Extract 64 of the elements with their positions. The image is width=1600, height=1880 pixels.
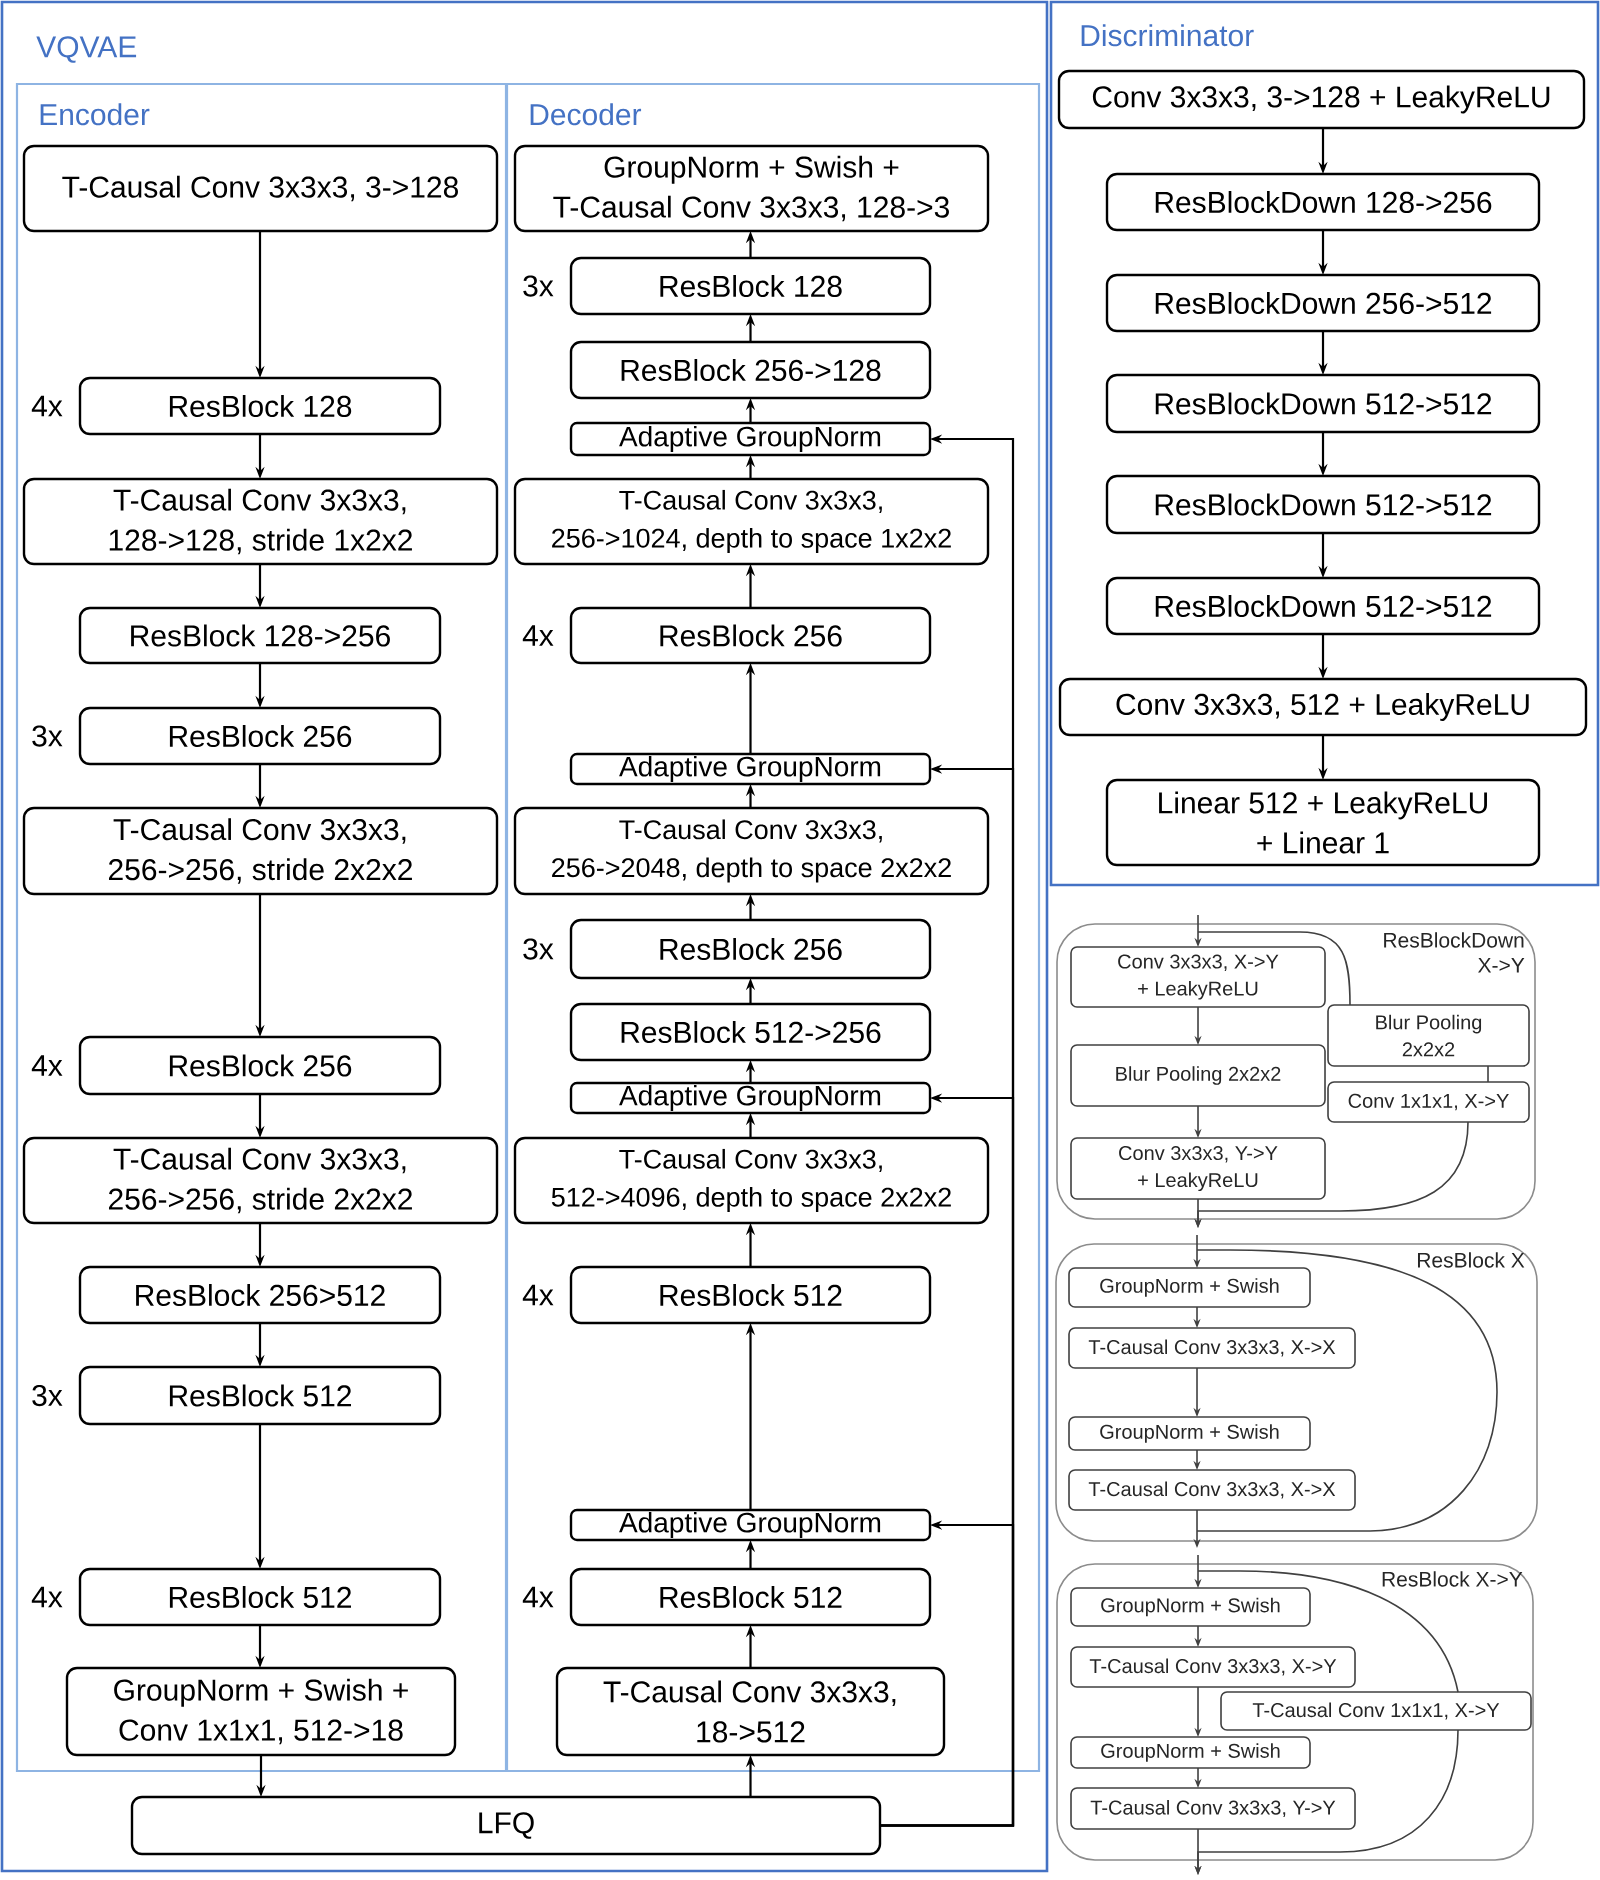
layer-box: ResBlock 512 — [569, 1567, 932, 1627]
layer-box: T-Causal Conv 3x3x3, X->X — [1068, 1327, 1356, 1369]
layer-box: T-Causal Conv 3x3x3, 256->256, stride 2x2x2 — [22, 1136, 499, 1225]
repeat-count: 4x — [522, 1586, 554, 1608]
layer-box: ResBlockDown 512->512 — [1105, 576, 1541, 636]
layer-box: GroupNorm + Swish — [1070, 1736, 1311, 1769]
layer-box: ResBlockDown 128->256 — [1105, 172, 1541, 232]
layer-box: Conv 1x1x1, X->Y — [1327, 1081, 1530, 1123]
repeat-count: 3x — [32, 1384, 63, 1407]
layer-box: Conv 3x3x3, 3->128 + LeakyReLU — [1057, 69, 1586, 130]
layer-box: T-Causal Conv 3x3x3, Y->Y — [1070, 1787, 1356, 1830]
connector-line — [1197, 931, 1351, 1006]
repeat-count: 4x — [31, 1055, 63, 1076]
layer-box: ResBlock 128 — [569, 256, 932, 316]
layer-box: ResBlockDown 256->512 — [1105, 273, 1541, 333]
layer-box: ResBlockDown 512->512 — [1105, 373, 1541, 434]
layer-box: T-Causal Conv 3x3x3, 512->4096, depth to space 2x2x2 — [513, 1136, 990, 1225]
layer-box: Conv 3x3x3, 512 + LeakyReLU — [1058, 677, 1588, 737]
repeat-count: 4x — [31, 395, 63, 417]
layer-box: ResBlock 512 — [78, 1567, 442, 1627]
layer-box: T-Causal Conv 1x1x1, X->Y — [1220, 1691, 1532, 1731]
layer-box: ResBlock 256 — [569, 918, 932, 980]
layer-box: ResBlock 128->256 — [78, 606, 442, 665]
layer-box: Adaptive GroupNorm — [569, 1508, 932, 1542]
layer-box: T-Causal Conv 3x3x3, 256->1024, depth to space 1x2x2 — [513, 477, 990, 566]
layer-box: T-Causal Conv 3x3x3, 3->128 — [22, 144, 499, 233]
layer-box: ResBlock 256>512 — [78, 1265, 442, 1325]
layer-box: Blur Pooling 2x2x2 — [1070, 1044, 1326, 1107]
layer-box: ResBlock 256 — [78, 1035, 442, 1096]
layer-box: Conv 3x3x3, X->Y + LeakyReLU — [1070, 946, 1326, 1008]
layer-box: LFQ — [130, 1795, 882, 1856]
layer-box: ResBlock 256 — [78, 706, 442, 766]
connector-line — [1197, 1570, 1459, 1693]
layer-box: ResBlock 512 — [78, 1365, 442, 1426]
repeat-count: 3x — [523, 275, 554, 297]
layer-box: T-Causal Conv 3x3x3, X->X — [1068, 1469, 1356, 1511]
repeat-count: 3x — [32, 725, 63, 747]
connector-line — [1487, 1065, 1489, 1083]
repeat-count: 4x — [31, 1586, 63, 1608]
repeat-count: 4x — [522, 625, 554, 646]
layer-box: GroupNorm + Swish + Conv 1x1x1, 512->18 — [65, 1666, 457, 1757]
layer-box: Adaptive GroupNorm — [569, 752, 932, 786]
layer-box: Blur Pooling 2x2x2 — [1327, 1004, 1530, 1067]
layer-box: ResBlock 256 — [569, 606, 932, 665]
layer-box: ResBlock 512->256 — [569, 1002, 932, 1062]
layer-box: T-Causal Conv 3x3x3, 128->128, stride 1x2x2 — [22, 477, 499, 566]
layer-box: ResBlock 128 — [78, 376, 442, 436]
layer-box: GroupNorm + Swish — [1068, 1416, 1311, 1451]
layer-box: Linear 512 + LeakyReLU + Linear 1 — [1105, 778, 1541, 867]
layer-box: Adaptive GroupNorm — [569, 1081, 932, 1115]
layer-box: T-Causal Conv 3x3x3, 256->2048, depth to space 2x2x2 — [513, 806, 990, 896]
layer-box: T-Causal Conv 3x3x3, 18->512 — [555, 1666, 946, 1757]
repeat-count: 4x — [522, 1284, 554, 1306]
layer-box: ResBlock 256->128 — [569, 340, 932, 400]
layer-box: GroupNorm + Swish — [1070, 1587, 1311, 1627]
layer-box: Adaptive GroupNorm — [569, 421, 932, 457]
layer-box: ResBlock 512 — [569, 1265, 932, 1325]
layer-box: GroupNorm + Swish + T-Causal Conv 3x3x3, 128->3 — [513, 144, 990, 233]
repeat-count: 3x — [523, 938, 554, 960]
layer-box: T-Causal Conv 3x3x3, 256->256, stride 2x2x2 — [22, 806, 499, 896]
layer-box: GroupNorm + Swish — [1068, 1267, 1311, 1308]
layer-box: ResBlockDown 512->512 — [1105, 474, 1541, 535]
layer-box: T-Causal Conv 3x3x3, X->Y — [1070, 1646, 1356, 1688]
layer-box: Conv 3x3x3, Y->Y + LeakyReLU — [1070, 1137, 1326, 1200]
